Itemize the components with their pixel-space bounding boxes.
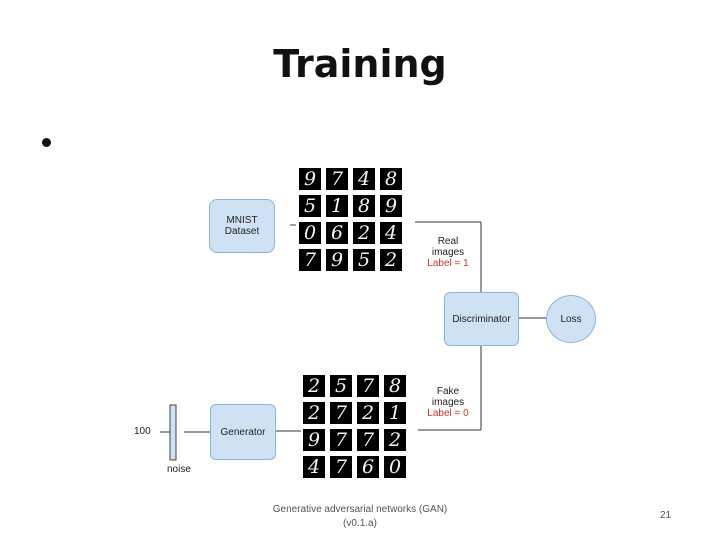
fake-digit-image: 8 bbox=[384, 375, 406, 397]
discriminator-box: Discriminator bbox=[444, 292, 519, 346]
slide-footer: Generative adversarial networks (GAN) (v… bbox=[240, 503, 480, 531]
fake-digit-image: 2 bbox=[384, 429, 406, 451]
real-digit-image: 4 bbox=[380, 222, 402, 244]
real-digit-image: 8 bbox=[353, 195, 375, 217]
noise-vector bbox=[169, 404, 177, 461]
fake-note-line1: Fake bbox=[436, 386, 460, 397]
footer-line2: (v0.1.a) bbox=[343, 518, 377, 529]
real-digit-image: 4 bbox=[353, 168, 375, 190]
real-digit-image: 6 bbox=[326, 222, 348, 244]
real-digit-image: 9 bbox=[299, 168, 321, 190]
mnist-dataset-box: MNIST Dataset bbox=[209, 199, 275, 253]
fake-images-note: Fake images Label = 0 bbox=[425, 386, 471, 419]
fake-digit-image: 7 bbox=[330, 456, 352, 478]
fake-digit-image: 2 bbox=[303, 375, 325, 397]
real-digit-image: 7 bbox=[326, 168, 348, 190]
page-number: 21 bbox=[660, 510, 672, 521]
real-digit-image: 5 bbox=[299, 195, 321, 217]
loss-node: Loss bbox=[546, 295, 596, 343]
real-digit-image: 0 bbox=[299, 222, 321, 244]
noise-size-label: 100 bbox=[134, 426, 151, 437]
fake-digit-image: 2 bbox=[357, 402, 379, 424]
footer-line1: Generative adversarial networks (GAN) bbox=[272, 504, 448, 515]
real-digit-image: 9 bbox=[380, 195, 402, 217]
real-digit-image: 2 bbox=[380, 249, 402, 271]
fake-digit-image: 5 bbox=[330, 375, 352, 397]
real-digit-image: 1 bbox=[326, 195, 348, 217]
fake-label: Label = 0 bbox=[427, 408, 469, 419]
slide-title: Training bbox=[273, 42, 447, 86]
fake-digit-image: 4 bbox=[303, 456, 325, 478]
real-note-line1: Real bbox=[437, 236, 459, 247]
mnist-label-line2: Dataset bbox=[224, 226, 260, 237]
bullet-point bbox=[42, 138, 51, 147]
real-digit-image: 7 bbox=[299, 249, 321, 271]
real-note-line2: images bbox=[431, 247, 465, 258]
real-digit-image: 2 bbox=[353, 222, 375, 244]
fake-digit-image: 7 bbox=[357, 375, 379, 397]
fake-note-line2: images bbox=[431, 397, 465, 408]
fake-digit-image: 9 bbox=[303, 429, 325, 451]
real-images-note: Real images Label = 1 bbox=[425, 236, 471, 269]
real-label: Label = 1 bbox=[427, 258, 469, 269]
fake-digit-image: 0 bbox=[384, 456, 406, 478]
fake-digit-image: 2 bbox=[303, 402, 325, 424]
fake-digit-image: 1 bbox=[384, 402, 406, 424]
generator-box: Generator bbox=[210, 404, 276, 460]
noise-label: noise bbox=[167, 464, 191, 475]
real-digit-image: 9 bbox=[326, 249, 348, 271]
fake-digit-image: 7 bbox=[357, 429, 379, 451]
mnist-label-line1: MNIST bbox=[226, 215, 258, 226]
fake-digit-image: 7 bbox=[330, 429, 352, 451]
real-digit-image: 5 bbox=[353, 249, 375, 271]
fake-digit-image: 7 bbox=[330, 402, 352, 424]
fake-digit-image: 6 bbox=[357, 456, 379, 478]
real-digit-image: 8 bbox=[380, 168, 402, 190]
